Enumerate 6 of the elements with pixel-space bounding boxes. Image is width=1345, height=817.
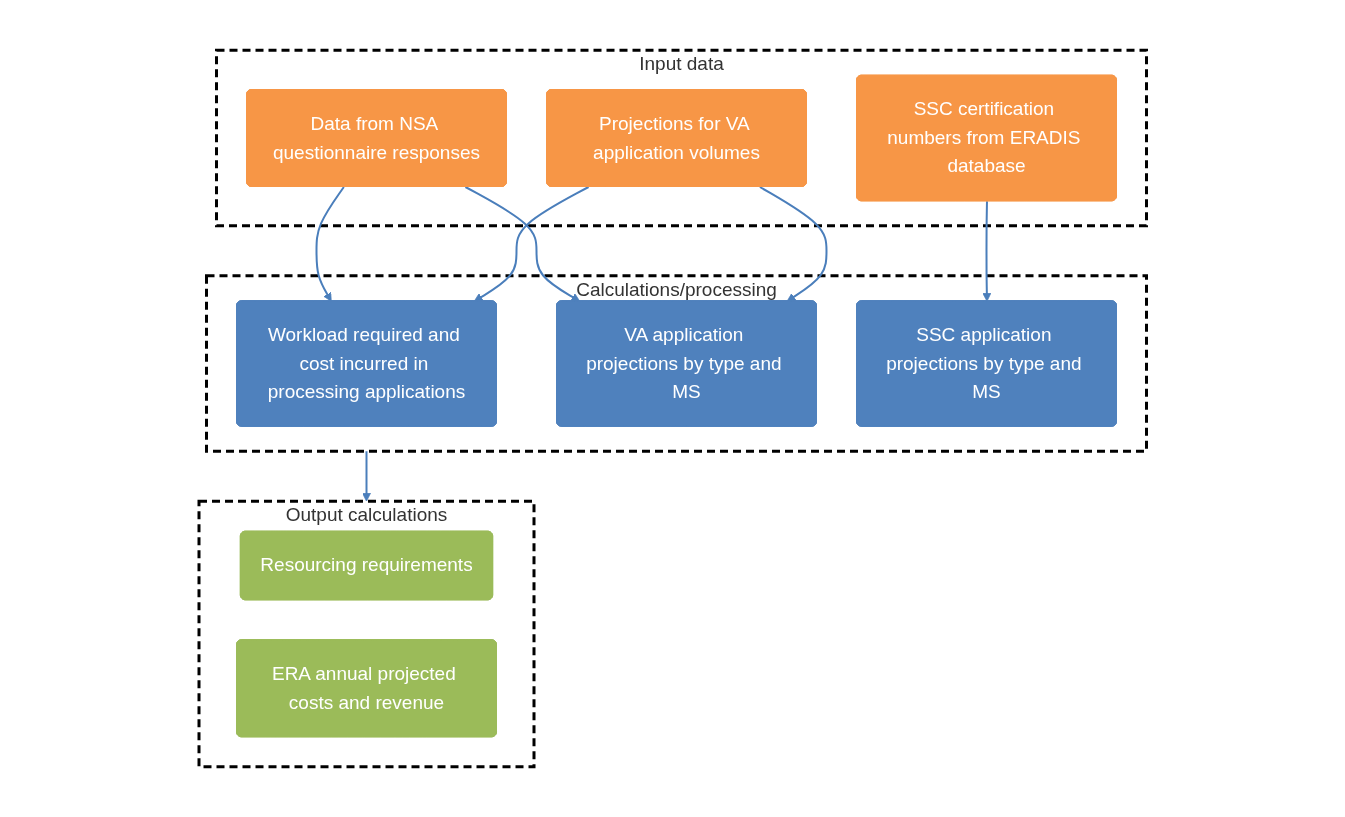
arrow bbox=[361, 450, 371, 502]
arrow bbox=[473, 186, 590, 302]
arrow bbox=[758, 186, 828, 302]
arrow bbox=[982, 200, 991, 302]
arrow bbox=[315, 186, 345, 302]
arrow bbox=[464, 186, 580, 302]
